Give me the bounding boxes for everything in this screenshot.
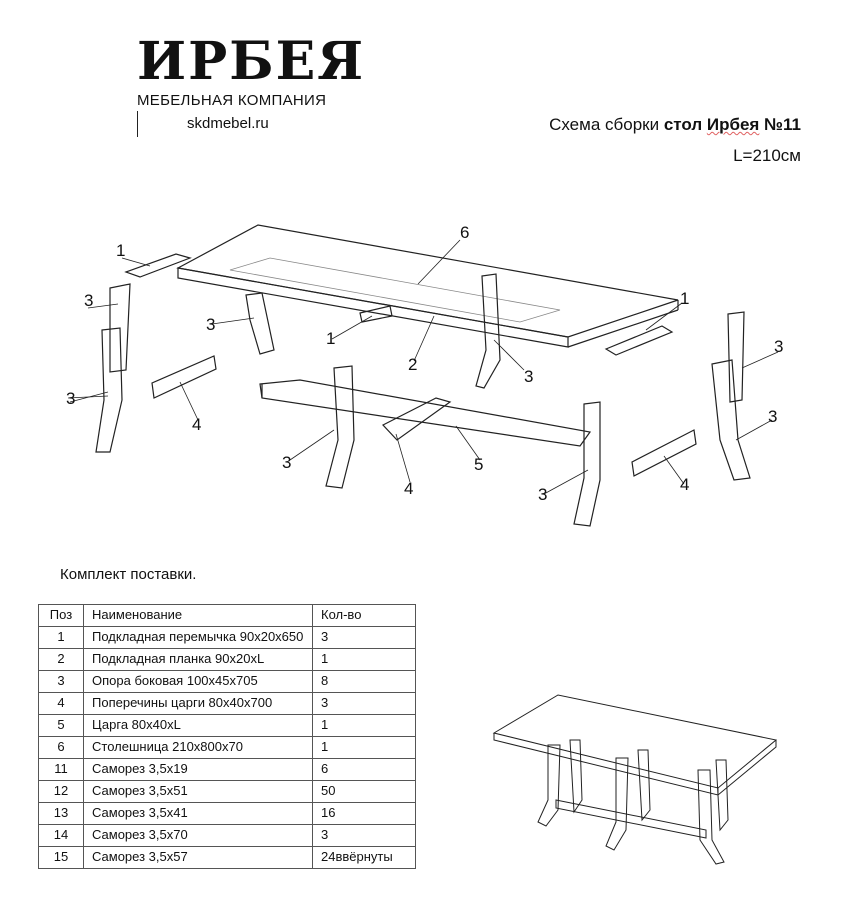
cell-pos: 13 (38, 802, 84, 825)
title-product: стол (663, 115, 707, 134)
leg (245, 292, 275, 355)
cell-qty: 16 (312, 802, 416, 825)
page-title: Схема сборки стол Ирбея №11 (549, 115, 801, 135)
crossbar-center (382, 397, 452, 441)
title-name: Ирбея (706, 115, 760, 134)
assembled-view (492, 694, 778, 865)
leg (475, 273, 501, 389)
cell-pos: 2 (38, 648, 84, 671)
cell-qty: 1 (312, 648, 416, 671)
cell-name: Подкладная планка 90x20xL (83, 648, 313, 671)
cell-name: Саморез 3,5x57 (83, 846, 313, 869)
cell-pos: 5 (38, 714, 84, 737)
callout-label: 3 (538, 485, 547, 504)
callout-label: 3 (206, 315, 215, 334)
title-number: №11 (759, 115, 801, 134)
leg (109, 283, 131, 373)
leg (573, 401, 601, 527)
callout-label: 1 (680, 289, 689, 308)
callout-label: 3 (282, 453, 291, 472)
callout-label: 4 (192, 415, 201, 434)
kit-title: Комплект поставки. (60, 566, 197, 583)
callout-label: 1 (326, 329, 335, 348)
table-header-row: Поз Наименование Кол-во (38, 604, 416, 627)
cell-qty: 1 (312, 714, 416, 737)
cell-pos: 1 (38, 626, 84, 649)
callout-label: 4 (680, 475, 689, 494)
spacer-part-1b (604, 325, 674, 356)
cell-name: Поперечины царги 80x40x700 (83, 692, 313, 715)
cell-pos: 15 (38, 846, 84, 869)
callout-label: 2 (408, 355, 417, 374)
cell-pos: 6 (38, 736, 84, 759)
table-length: L=210см (733, 146, 801, 165)
cell-pos: 4 (38, 692, 84, 715)
leg (727, 311, 745, 403)
cell-qty: 8 (312, 670, 416, 693)
cell-pos: 3 (38, 670, 84, 693)
leg (95, 327, 123, 453)
cell-qty: 3 (312, 626, 416, 649)
cell-name: Столешница 210x800x70 (83, 736, 313, 759)
callout-label: 3 (768, 407, 777, 426)
callout-label: 6 (460, 223, 469, 242)
tabletop-side (177, 267, 569, 348)
callout-label: 3 (66, 389, 75, 408)
divider (137, 111, 138, 137)
title-prefix: Схема сборки (549, 115, 664, 134)
cell-qty: 3 (312, 824, 416, 847)
col-header-qty: Кол-во (312, 604, 416, 627)
cell-name: Саморез 3,5x70 (83, 824, 313, 847)
callout-label: 4 (404, 479, 413, 498)
stretcher (259, 379, 592, 447)
brand-logo: ИРБЕЯ (137, 31, 366, 92)
cell-name: Царга 80x40xL (83, 714, 313, 737)
cell-name: Саморез 3,5x41 (83, 802, 313, 825)
spacer-part-1a (124, 253, 192, 278)
cell-qty: 3 (312, 692, 416, 715)
callout-label: 3 (774, 337, 783, 356)
callout-label: 5 (474, 455, 483, 474)
cell-name: Саморез 3,5x51 (83, 780, 313, 803)
cell-qty: 1 (312, 736, 416, 759)
cell-name: Подкладная перемычка 90x20x650 (83, 626, 313, 649)
col-header-name: Наименование (83, 604, 313, 627)
callout-label: 1 (116, 241, 125, 260)
cell-name: Саморез 3,5x19 (83, 758, 313, 781)
cell-qty: 24ввёрнуты (312, 846, 416, 869)
cell-pos: 12 (38, 780, 84, 803)
cell-pos: 11 (38, 758, 84, 781)
cell-name: Опора боковая 100x45x705 (83, 670, 313, 693)
cell-qty: 50 (312, 780, 416, 803)
callout-label: 3 (524, 367, 533, 386)
col-header-pos: Поз (38, 604, 84, 627)
cell-pos: 14 (38, 824, 84, 847)
callout-label: 3 (84, 291, 93, 310)
spacer-part-1c (359, 305, 393, 323)
leg (325, 365, 355, 489)
crossbar-left (151, 355, 217, 399)
company-tagline: МЕБЕЛЬНАЯ КОМПАНИЯ (137, 92, 327, 109)
website: skdmebel.ru (187, 115, 269, 132)
leg (711, 359, 751, 481)
cell-qty: 6 (312, 758, 416, 781)
crossbar-right (631, 429, 697, 477)
